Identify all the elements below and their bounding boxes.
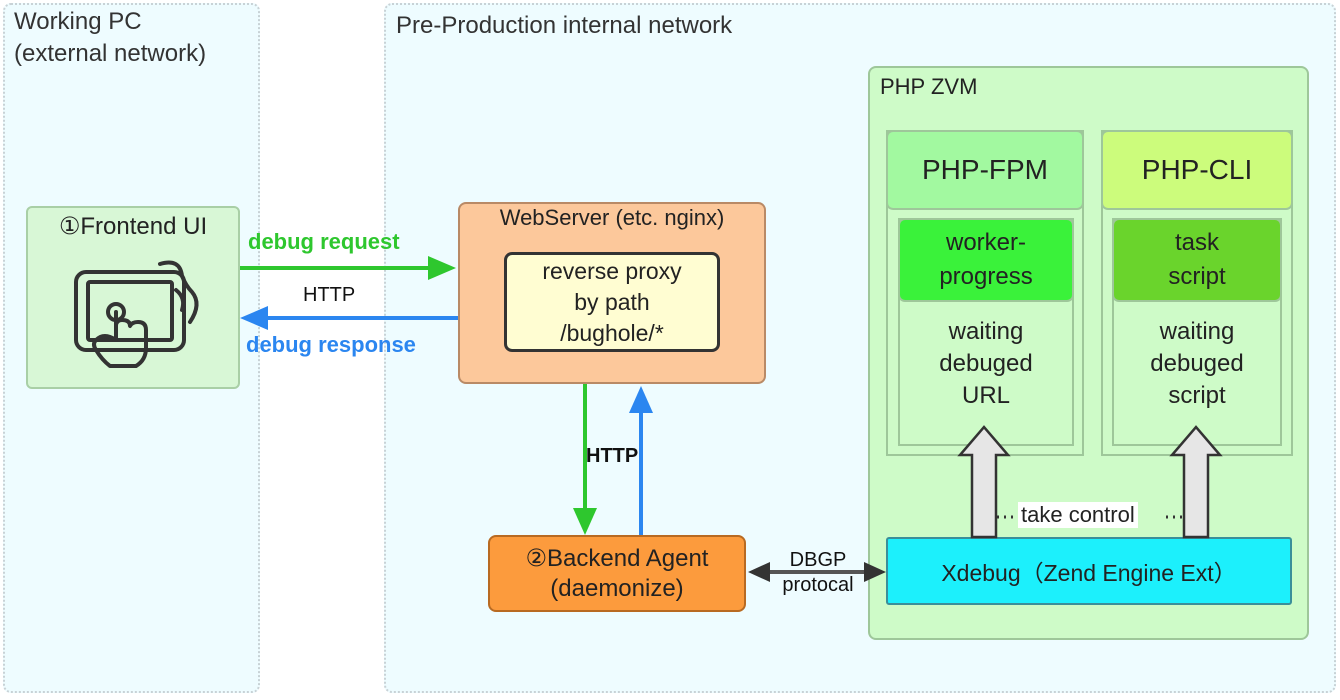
preprod-title: Pre-Production internal network [396, 12, 733, 39]
task-script-box[interactable]: task script [1112, 218, 1282, 302]
http-up-arrow [629, 386, 653, 535]
task-script-label: task script [1168, 229, 1226, 290]
take-control-label: take control [1018, 502, 1138, 528]
worker-progress-box[interactable]: worker- progress [898, 218, 1074, 302]
http-vertical-label: HTTP [586, 445, 639, 467]
php-fpm-header: PHP-FPM [886, 130, 1084, 210]
debug-response-label: debug response [246, 332, 416, 357]
php-zvm-title: PHP ZVM [880, 74, 978, 99]
take-control-arrow-fpm [957, 425, 1011, 539]
touch-tablet-icon [60, 250, 210, 380]
take-control-arrow-cli [1169, 425, 1223, 539]
frontend-box[interactable] [26, 206, 240, 389]
reverse-proxy-box[interactable]: reverse proxy by path /bughole/* [504, 252, 720, 352]
debug-response-arrow [240, 306, 458, 330]
dbgp-arrow [748, 562, 886, 582]
xdebug-label: Xdebug（Zend Engine Ext） [941, 560, 1237, 586]
webserver-title: WebServer (etc. nginx) [499, 205, 725, 230]
backend-agent-box[interactable]: ②Backend Agent (daemonize) [488, 535, 746, 612]
http-front-label: HTTP [303, 284, 356, 306]
worker-progress-label: worker- progress [939, 229, 1033, 290]
cli-waiting-label: waiting debuged script [1150, 318, 1244, 409]
dbgp-label: DBGP protocal [782, 549, 854, 596]
debug-request-arrow [240, 256, 456, 280]
xdebug-box[interactable]: Xdebug（Zend Engine Ext） [886, 537, 1292, 605]
php-fpm-label: PHP-FPM [922, 154, 1048, 185]
frontend-label: ①Frontend UI [58, 213, 208, 240]
debug-request-label: debug request [248, 229, 400, 254]
backend-agent-label: ②Backend Agent (daemonize) [525, 544, 709, 602]
php-cli-header: PHP-CLI [1101, 130, 1293, 210]
fpm-waiting-label: waiting debuged URL [939, 318, 1033, 409]
working-pc-title: Working PC (external network) [14, 8, 207, 67]
reverse-proxy-label: reverse proxy by path /bughole/* [542, 257, 682, 346]
php-cli-label: PHP-CLI [1141, 154, 1253, 185]
http-down-arrow [573, 384, 597, 535]
